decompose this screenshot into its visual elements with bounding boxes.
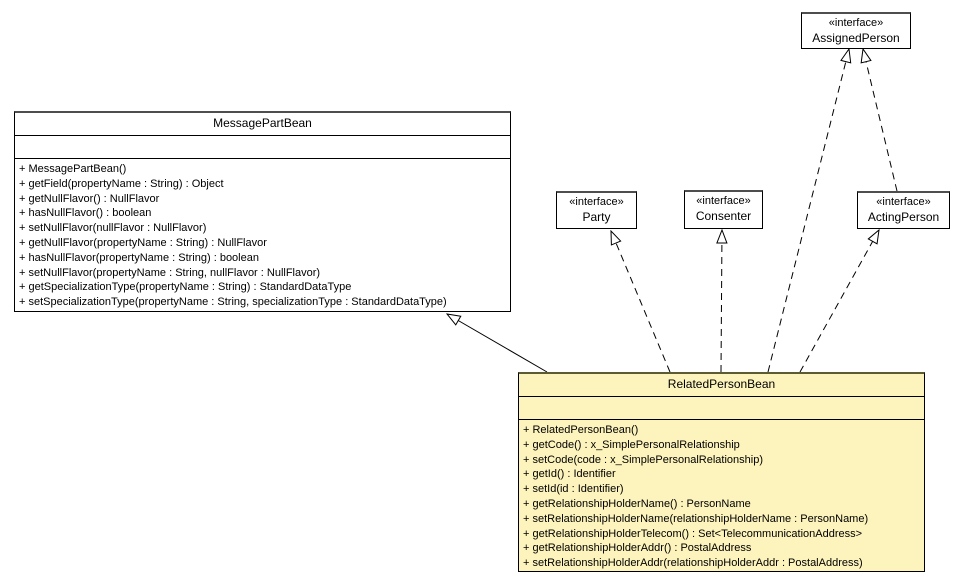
class-box-relatedpersonbean[interactable]: RelatedPersonBean + RelatedPersonBean()+…: [518, 372, 925, 572]
method-entry: + getNullFlavor() : NullFlavor: [19, 192, 160, 205]
attributes-compartment: [15, 136, 510, 159]
interface-box-actingperson[interactable]: «interface» ActingPerson: [857, 191, 950, 229]
edge-relatedpersonbean-to-messagepartbean: [447, 314, 548, 373]
edge-relatedpersonbean-to-consenter: [721, 230, 722, 373]
method-entry: + setNullFlavor(propertyName : String, n…: [19, 266, 321, 279]
method-entry: + getNullFlavor(propertyName : String) :…: [19, 236, 267, 249]
method-entry: + setCode(code : x_SimplePersonalRelatio…: [523, 453, 763, 466]
class-name: RelatedPersonBean: [519, 374, 924, 397]
interface-name: Party: [582, 210, 611, 224]
method-entry: + getRelationshipHolderTelecom() : Set<T…: [523, 527, 863, 540]
interface-stereotype: «interface»: [569, 196, 624, 208]
attributes-compartment: [519, 397, 924, 420]
method-entry: + getRelationshipHolderAddr() : PostalAd…: [523, 542, 752, 555]
interface-box-consenter[interactable]: «interface» Consenter: [684, 190, 763, 229]
methods-compartment: + MessagePartBean() + getField(propertyNa…: [15, 159, 510, 310]
interface-name: Consenter: [695, 209, 752, 223]
class-name: MessagePartBean: [15, 113, 510, 136]
method-entry: + getId() : Identifier: [523, 468, 616, 481]
interface-stereotype: «interface»: [696, 195, 751, 207]
method-entry: + getSpecializationType(propertyName : S…: [19, 281, 352, 294]
interface-stereotype: «interface»: [828, 17, 884, 29]
method-entry: + setNullFlavor(nullFlavor : NullFlavor): [19, 222, 207, 235]
method-entry: + getCode() : x_SimplePersonalRelationsh…: [523, 438, 740, 451]
interface-name: ActingPerson: [867, 210, 940, 224]
class-box-messagepartbean[interactable]: MessagePartBean + MessagePartBean() + get…: [14, 111, 511, 312]
method-entry: + MessagePartBean(): [19, 163, 127, 175]
method-entry: + hasNullFlavor() : boolean: [19, 207, 152, 220]
methods-compartment: + RelatedPersonBean() + getCode() : x_Sim…: [519, 420, 924, 571]
edge-relatedpersonbean-to-assignedperson: [767, 49, 849, 373]
method-entry: + getField(propertyName : String) : Obje…: [19, 177, 224, 190]
method-entry: + setId(id : Identifier): [523, 483, 624, 496]
method-entry: + setSpecializationType(propertyName : S…: [19, 296, 447, 309]
method-entry: + hasNullFlavor(propertyName : String) :…: [19, 251, 259, 264]
interface-box-assignedperson[interactable]: «interface» AssignedPerson: [801, 12, 911, 49]
method-entry: + getRelationshipHolderName() : PersonNa…: [523, 497, 751, 510]
edge-actingperson-to-assignedperson: [863, 49, 898, 192]
interface-name: AssignedPerson: [812, 31, 900, 45]
interface-box-party[interactable]: «interface» Party: [556, 191, 637, 229]
edge-relatedpersonbean-to-party: [611, 231, 671, 373]
method-entry: + setRelationshipHolderName(relationship…: [523, 512, 869, 525]
edge-relatedpersonbean-to-actingperson: [799, 230, 879, 373]
method-entry: + setRelationshipHolderAddr(relationship…: [523, 557, 863, 570]
interface-stereotype: «interface»: [876, 196, 931, 208]
method-entry: + RelatedPersonBean(): [523, 424, 639, 436]
